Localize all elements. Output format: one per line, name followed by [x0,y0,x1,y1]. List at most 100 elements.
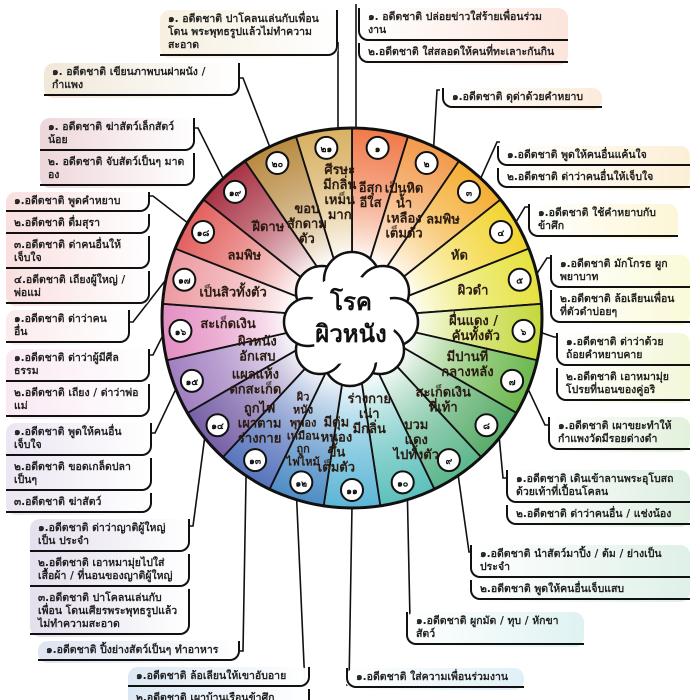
connector-line [514,206,528,225]
segment-number: ๙ [446,457,453,467]
wheel-outline [160,126,544,510]
callout-segment-20: ๑. อดีตชาติ เขียนภาพบนฝาผนัง / กำแพง [44,63,240,98]
segment-number: ๑๕ [186,378,199,388]
segment-number: ๑ [375,145,381,155]
segment-number-badge: ๙ [436,448,461,473]
segment-number-badge: ๑๘ [191,220,216,244]
connector-line [534,257,550,277]
connector-line [190,435,206,527]
segment-number: ๑๒ [295,479,307,489]
segment-label: มีตุ่มหนองขึ้นเต็มตัว [318,415,355,476]
callout-item: ๒.อดีตชาติ เอาหมามุ่ย โปรยที่นอนของคู่อร… [556,368,690,401]
segment-number: ๗ [509,378,516,388]
center-title-line2: ผิวหนัง [315,320,386,348]
connector-line [240,77,272,149]
segment-number: ๑๑ [346,487,358,497]
callout-item: ๒.อดีตชาติ เผาบ้านเรือนข้าศึก [128,689,310,700]
segment-label: เป็นสิวทั้งตัว [199,281,266,300]
callout-item: ๒.อดีตชาติ เอาหมามุ่ยไปใส่เสื้อผ้า / ที่… [30,554,190,587]
segment-label: ถูกไฟเผาตามร่างกาย [238,400,282,447]
callout-segment-9: ๑.อดีตชาติ นำสัตว์มาปิ้ง / ต้ม / ย่างเป็… [470,545,690,602]
segment-label: ผื่นแดง / คันทั้งตัว [449,311,503,344]
segment-labels: อีสุกอีใสเป็นหิดน้ำเหลืองเต็มตัวลมพิษหัด… [199,162,502,475]
segment-number-badge: ๓ [456,179,481,204]
segment-number-badge: ๒๐ [265,151,290,176]
segment-label: ลมพิษ [426,212,460,227]
callout-segment-8: ๑.อดีตชาติ เดินเข้าลานพระอุโบสถ ด้วยเท้า… [506,470,690,527]
segment-number: ๕ [516,277,523,287]
connector-line [195,127,225,181]
callout-item: ๒. อดีตชาติ จับสัตว์เป็นๆ มาดอง [40,153,195,186]
segment-label: แผลแห้งตกสะเก็ด [229,367,281,398]
callout-item: ๑.อดีตชาติ มักโกรธ ผูกพยาบาท [550,255,690,288]
connector-line [526,386,548,426]
segment-label: ผิวหนังอักเสบ [238,335,277,365]
segment-label: อีสุกอีใส [359,180,383,211]
segment-number: ๑๘ [197,229,210,239]
segment-label: บวมแดงไปทั้งตัว [392,418,439,463]
segment-number-badge: ๒ [414,151,439,176]
callout-segment-4: ๑.อดีตชาติ ใช้คำหยาบกับข้าศึก [528,204,678,239]
callout-item: ๑. อดีตชาติ ฆ่าสัตว์เล็กสัตว์น้อย [40,118,195,151]
callout-item: ๑.อดีตชาติ ด่าว่าด้วย ถ้อยคำหยาบคาย [556,333,690,366]
segment-number-badge: ๖ [511,318,536,343]
callout-segment-3: ๑.อดีตชาติ พูดให้คนอื่นแค้นใจ๒.อดีตชาติ … [497,146,690,190]
callout-segment-5: ๑.อดีตชาติ มักโกรธ ผูกพยาบาท๒.อดีตชาติ ล… [550,255,690,325]
callout-item: ๑. อดีตชาติ ปล่อยข่าวใส่ร้ายเพื่อนร่วมงา… [358,8,568,41]
callout-item: ๑.อดีตชาติ ดุด่าด้วยคำหยาบ [442,88,602,108]
callout-item: ๑.อดีตชาติ พูดให้คนอื่นแค้นใจ [497,146,690,166]
callout-item: ๑.อดีตชาติ ใช้คำหยาบกับข้าศึก [528,204,678,237]
segment-label: หัด [451,249,468,264]
segment-number-badge: ๗ [500,368,525,393]
callout-item: ๒.อดีตชาติ เถียง / ด่าว่าพ่อแม่ [6,384,150,417]
callout-segment-14: ๑.อดีตชาติ ด่าว่าญาติผู้ใหญ่เป็น ประจำ๒.… [30,519,190,637]
callout-segment-1: ๑. อดีตชาติ ปล่อยข่าวใส่ร้ายเพื่อนร่วมงา… [358,8,568,65]
segment-number-badge: ๑๑ [340,478,364,502]
segment-number-badge: ๘ [474,413,499,438]
callout-item: ๑.อดีตชาติ ผูกมัด / ทุบ / หักขาสัตว์ [406,612,584,645]
callout-item: ๑.อดีตชาติ ด่าว่าผู้มีศีลธรรม [6,349,150,382]
segment-number: ๑๐ [397,479,409,489]
segment-number: ๔ [498,229,505,239]
callout-item: ๑.อดีตชาติ เดินเข้าลานพระอุโบสถ ด้วยเท้า… [506,470,690,503]
segment-number-badge: ๒๑ [314,135,339,160]
segment-number: ๑๗ [178,277,191,287]
segment-number: ๑๔ [211,422,224,432]
segment-number: ๑๓ [249,457,261,467]
segment-number-badge: ๑๓ [243,448,268,473]
segment-number: ๓ [466,189,472,199]
connector-line [457,473,472,553]
segment-label: ร่างกายเน่ามีกลิ่น [348,392,391,437]
segment-number-badge: ๔ [488,220,513,244]
callout-item: ๒.อดีตชาติ ล้อเลียนเพื่อน ที่ตัวดำบ่อยๆ [550,290,690,323]
callout-item: ๒.อดีตชาติ ด่าว่าคนอื่นให้เจ็บใจ [497,168,690,188]
callout-segment-18: ๑.อดีตชาติ พูดคำหยาบ๒.อดีตชาติ ดื่มสุรา๓… [6,192,150,306]
callout-item: ๑. อดีตชาติ ปาโคลนเล่นกับเพื่อนโดน พระพุ… [160,10,338,56]
connector-line [152,386,178,434]
segment-label: ลมพิษ [228,249,262,264]
callout-item: ๑.อดีตชาติ ใส่ความเพื่อนร่วมงาน [346,668,524,688]
segment-number-badge: ๑๕ [179,368,204,393]
callout-item: ๑.อดีตชาติ ด่าว่าญาติผู้ใหญ่เป็น ประจำ [30,519,190,552]
connector-line [240,473,247,652]
segment-label: ฝีดาษ [251,219,285,235]
segment-label: ผิวดำ [457,282,488,298]
segment-number-badge: ๑ [365,135,390,160]
connector-line [130,275,170,323]
callout-item: ๑.อดีตชาติ เผาขยะทำให้ กำแพงวัดมีรอยด่าง… [548,417,690,450]
segment-label: ศีรษะมีกลิ่นเหม็นมาก [323,162,356,223]
callout-item: ๓.อดีตชาติ ด่าคนอื่นให้เจ็บใจ [6,236,150,269]
segment-number-badge: ๑๙ [223,179,248,204]
callout-segment-2: ๑.อดีตชาติ ดุด่าด้วยคำหยาบ [442,88,602,110]
segment-number-badge: ๑๗ [172,267,197,292]
segment-label: เป็นหิดน้ำเหลืองเต็มตัว [385,178,424,241]
segment-number: ๒๐ [272,160,284,170]
segment-number-badge: ๑๔ [205,413,230,438]
callout-segment-17: ๑.อดีตชาติ ด่าว่าคนอื่น [6,310,130,345]
callout-item: ๑.อดีตชาติ ปิ้งย่างสัตว์เป็นๆ ทำอาหาร [38,641,240,661]
segment-label: สะเก็ดเงิน [200,314,255,332]
connector-lines [130,4,557,688]
